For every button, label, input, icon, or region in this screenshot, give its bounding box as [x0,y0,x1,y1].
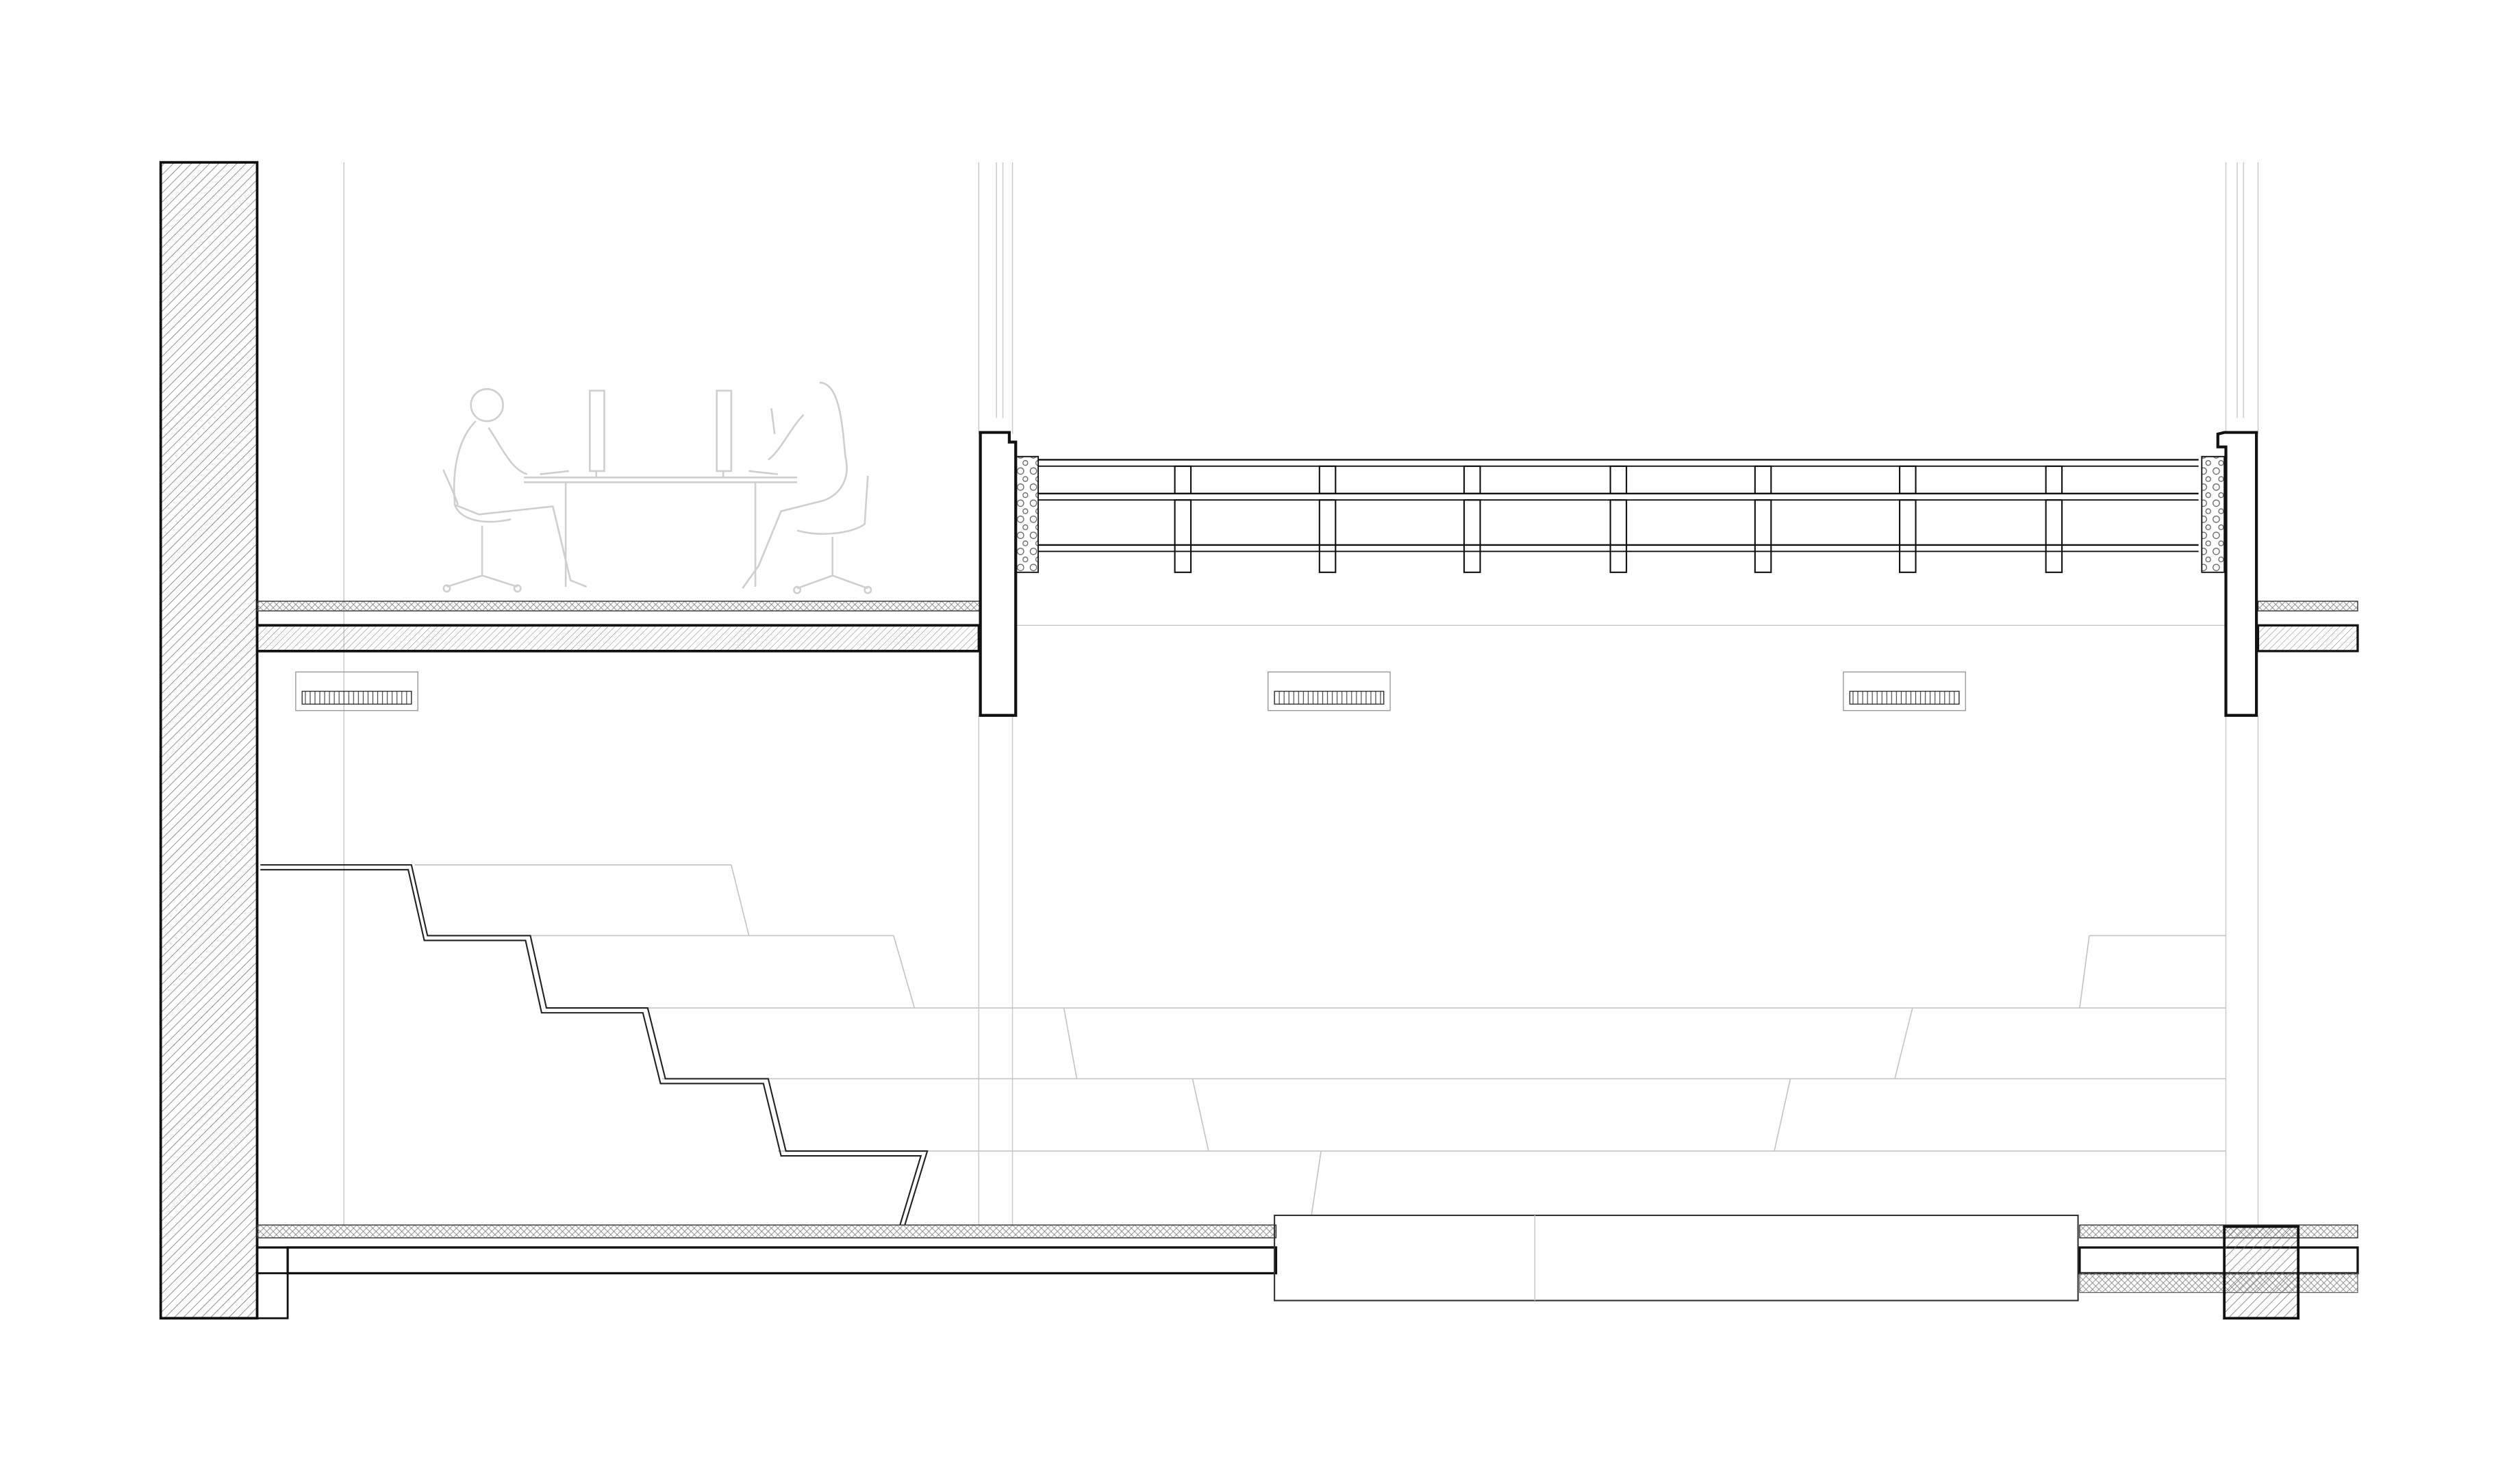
vent-3 [1843,671,1967,711]
left-wall [159,161,289,1320]
ground-floor-slab-right [2078,1224,2359,1320]
vent-1 [295,671,418,711]
grid-lines [343,162,2259,1226]
right-parapet [2201,431,2258,717]
left-parapet [979,431,1040,717]
person-right [742,381,848,590]
monitor-right [716,390,779,478]
chair-left [442,504,522,593]
chair-right [793,475,872,594]
stair-profile [260,864,929,1226]
ceiling-vents [295,671,1967,711]
vent-2 [1268,671,1391,711]
stage-pit [1274,1214,2079,1302]
upper-floor-slab [255,601,981,653]
ground-floor-slab [256,1224,1278,1275]
upper-floor-slab-right [2256,601,2359,653]
roof-truss [1038,459,2199,573]
seating-tiers [414,864,2226,1216]
office-figures [442,381,872,594]
person-left [442,388,588,588]
truss-posts [1174,465,2063,573]
monitor-left [540,390,605,478]
